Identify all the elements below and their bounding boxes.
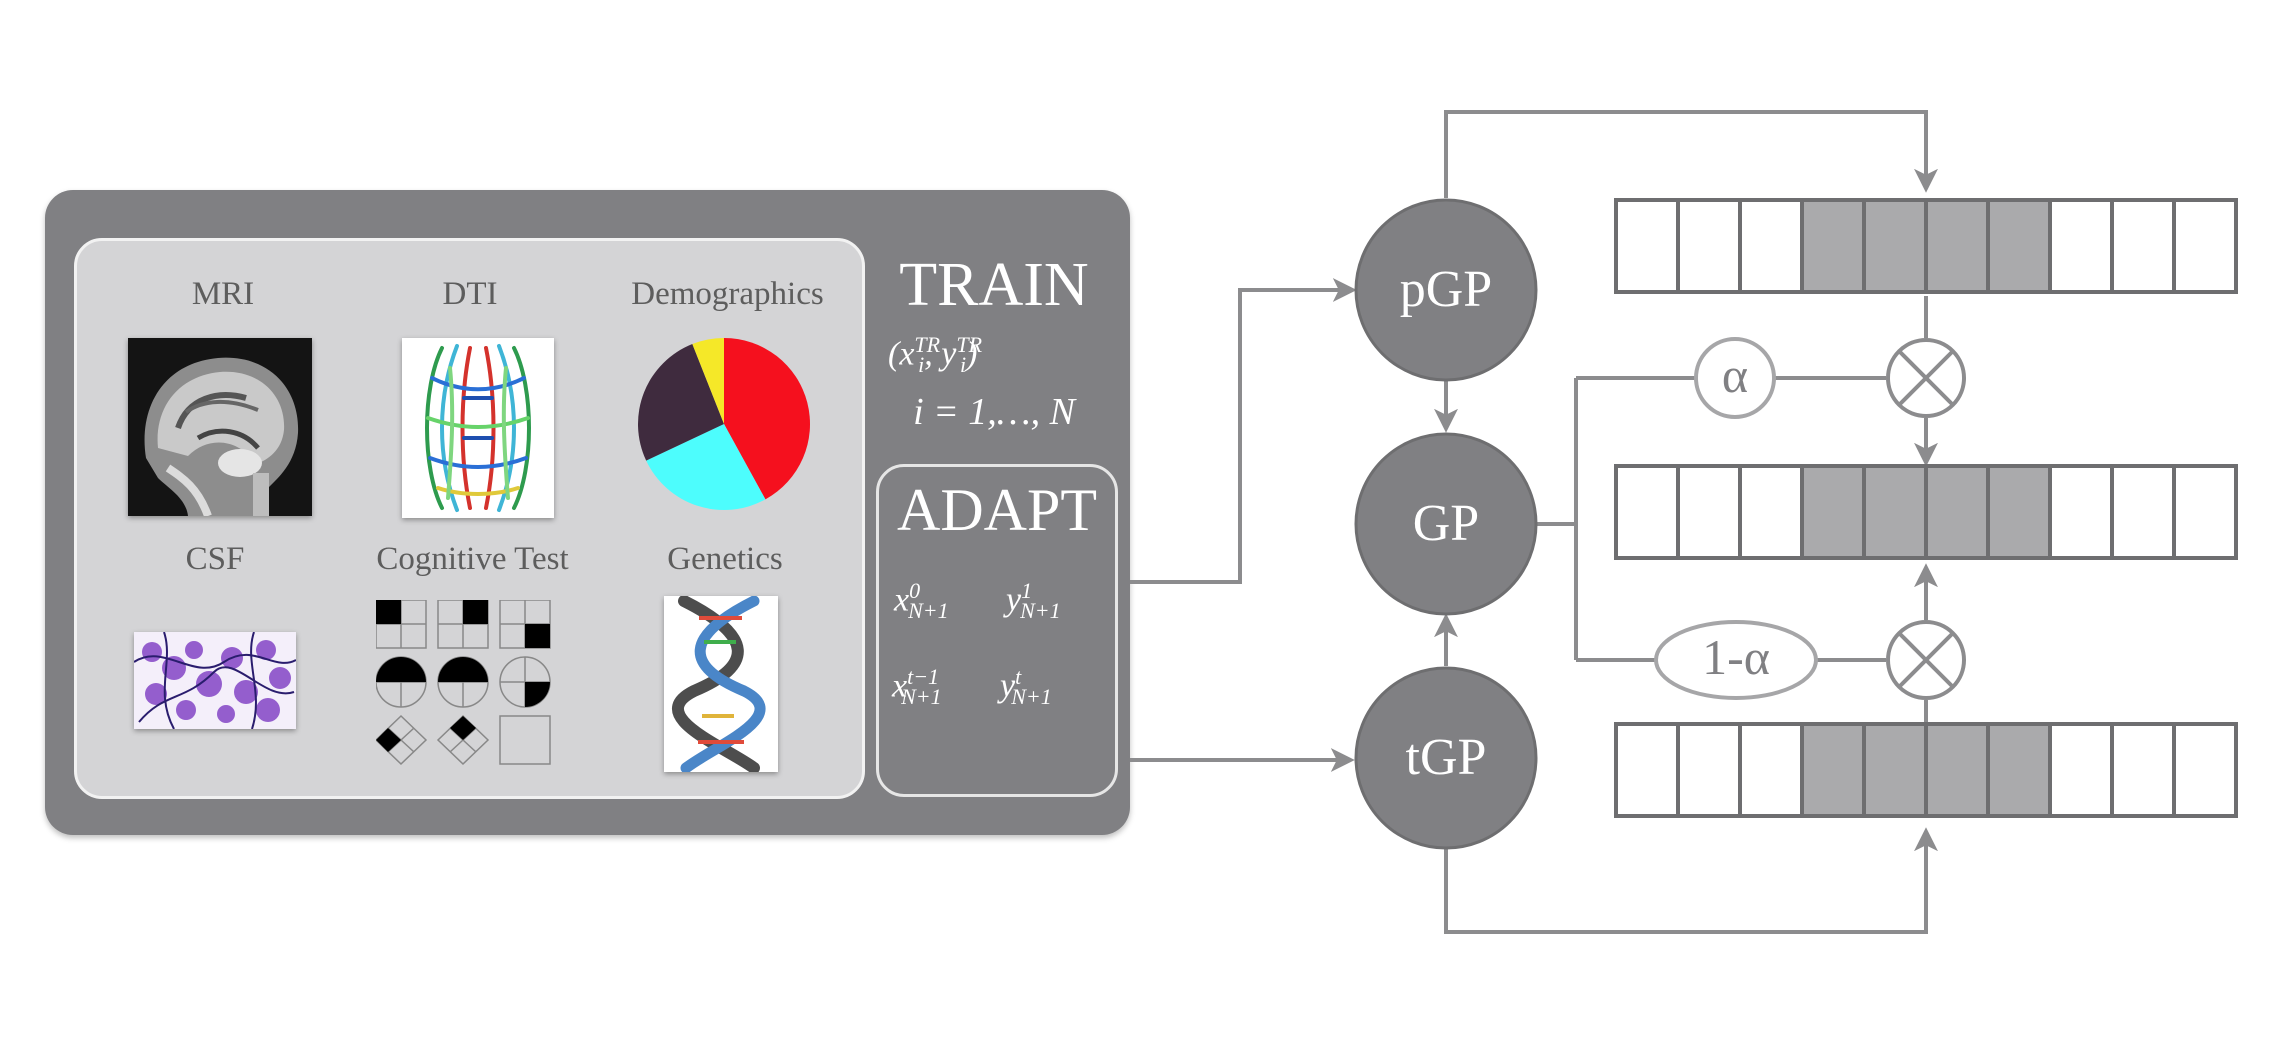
sequence-1-cell (2172, 198, 2238, 294)
adapt-to-pgp-arrow (1130, 278, 1357, 584)
gp-branch-line (1536, 378, 1578, 660)
dti-image (402, 338, 554, 518)
train-title: TRAIN (899, 251, 1089, 319)
one-minus-alpha-label: 1-α (1702, 629, 1770, 685)
multiplier-1 (1886, 338, 1966, 418)
adapt-xt-1: xt−1N+1 (892, 664, 942, 710)
sequence-3 (1614, 722, 2238, 818)
pie-slice-cyan (646, 424, 766, 510)
sequence-3-cell (1986, 722, 2052, 818)
dti-label: DTI (442, 276, 498, 312)
sequence-3-cell (1614, 722, 1680, 818)
pgp-to-seq1-arrow (1444, 110, 1938, 198)
adapt-yt: ytN+1 (1000, 664, 1052, 710)
sequence-3-cell (1738, 722, 1804, 818)
demographics-label: Demographics (631, 276, 824, 312)
sequence-3-cell (2172, 722, 2238, 818)
adapt-x0: x0N+1 (894, 578, 949, 624)
adapt-title: ADAPT (896, 477, 1097, 543)
gp-node (1354, 432, 1538, 616)
pie-slice-yellow (692, 338, 724, 424)
train-pair: (xTRi, yTRi) (888, 332, 983, 378)
sequence-3-cell (1862, 722, 1928, 818)
sequence-2-cell (1862, 464, 1928, 560)
mri-image (128, 338, 312, 516)
sequence-1-cell (2048, 198, 2114, 294)
sequence-2-cell (1986, 464, 2052, 560)
sequence-1-cell (1924, 198, 1990, 294)
sequence-2-cell (1676, 464, 1742, 560)
sequence-1-cell (1676, 198, 1742, 294)
adapt-y1: y1N+1 (1006, 578, 1061, 624)
train-range: i = 1,…, N (913, 391, 1075, 433)
csf-image (134, 632, 296, 729)
sequence-2-cell (1924, 464, 1990, 560)
pgp-label: pGP (1399, 261, 1493, 318)
sequence-2-cell (2172, 464, 2238, 560)
sequence-1-cell (1614, 198, 1680, 294)
pgp-node (1354, 198, 1538, 382)
genetics-label: Genetics (667, 541, 783, 577)
mri-label: MRI (191, 276, 255, 312)
sequence-2-cell (1738, 464, 1804, 560)
sequence-1-cell (2110, 198, 2176, 294)
alpha-label: α (1721, 347, 1749, 403)
pie-slice-red (724, 338, 810, 500)
sequence-1 (1614, 198, 2238, 294)
sequence-1-cell (1862, 198, 1928, 294)
sequence-3-cell (2110, 722, 2176, 818)
sequence-1-cell (1986, 198, 2052, 294)
tgp-node (1354, 666, 1538, 850)
one-minus-alpha-ellipse (1654, 620, 1818, 700)
cognitive-test-label: Cognitive Test (376, 541, 569, 577)
gp-label: GP (1412, 495, 1480, 552)
multiplier-2 (1886, 620, 1966, 700)
sequence-1-cell (1800, 198, 1866, 294)
sequence-2-cell (1614, 464, 1680, 560)
alpha-circle (1694, 337, 1776, 419)
sequence-1-cell (1738, 198, 1804, 294)
sequence-3-cell (1676, 722, 1742, 818)
sequence-3-cell (1924, 722, 1990, 818)
sequence-2-cell (2048, 464, 2114, 560)
demographics-pie-chart (638, 338, 810, 510)
cognitive-test-image (376, 600, 551, 766)
tgp-label: tGP (1405, 729, 1487, 786)
sequence-2-cell (2110, 464, 2176, 560)
tgp-to-seq3-arrow (1444, 827, 1938, 934)
sequence-2-cell (1800, 464, 1866, 560)
genetics-image (664, 596, 778, 772)
sequence-3-cell (1800, 722, 1866, 818)
sequence-3-cell (2048, 722, 2114, 818)
sequence-2 (1614, 464, 2238, 560)
adapt-panel (876, 464, 1118, 797)
pie-slice-dark (638, 344, 724, 461)
csf-label: CSF (185, 541, 245, 577)
